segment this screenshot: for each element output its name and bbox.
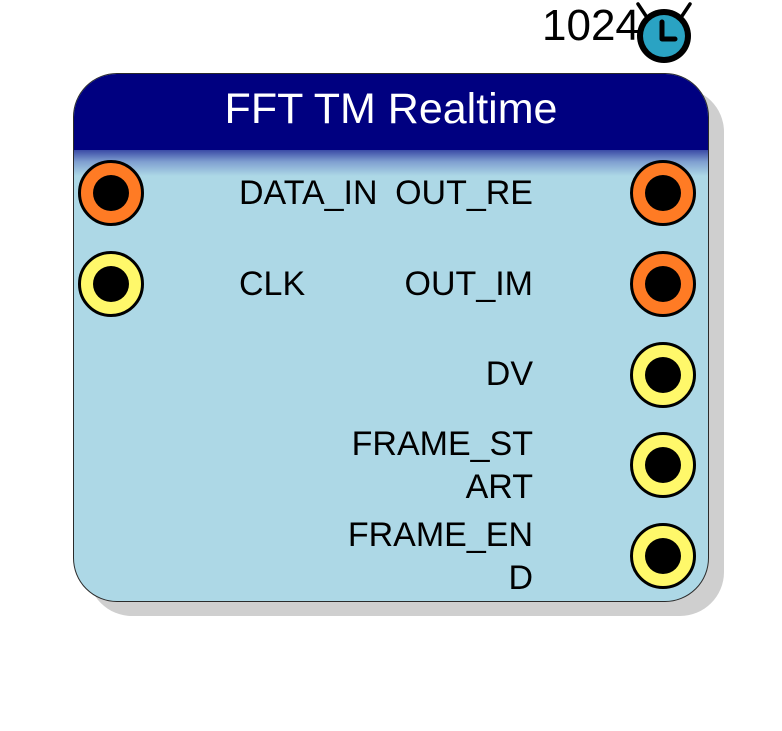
port-socket [645,538,681,574]
header-gradient [74,150,708,176]
port-label-clk: CLK [239,265,306,303]
output-port-out-im[interactable] [630,251,696,317]
input-port-clk[interactable] [78,251,144,317]
output-port-frame-end[interactable] [630,523,696,589]
port-label-frame-start-line1: FRAME_ST [351,425,533,463]
output-port-frame-start[interactable] [630,432,696,498]
port-socket [93,175,129,211]
port-socket [645,175,681,211]
port-socket [645,266,681,302]
output-port-out-re[interactable] [630,160,696,226]
port-socket [645,447,681,483]
fft-block[interactable]: FFT TM Realtime DATA_IN CLK OUT_RE OUT_I… [73,73,709,602]
port-label-frame-start: FRAME_ST ART [352,423,533,509]
block-header: FFT TM Realtime [74,74,708,150]
port-label-data-in: DATA_IN [239,174,378,212]
port-label-frame-start-line2: ART [465,468,533,506]
port-label-frame-end-line1: FRAME_EN [347,516,533,554]
clock-icon [636,2,692,63]
sample-rate-indicator: 1024 [540,0,700,70]
port-label-dv: DV [485,355,533,393]
port-socket [645,357,681,393]
port-label-out-re: OUT_RE [395,174,533,212]
block-title: FFT TM Realtime [224,85,558,133]
port-label-frame-end: FRAME_EN D [348,514,533,600]
sample-rate-label: 1024 [542,1,640,50]
port-socket [93,266,129,302]
input-port-data-in[interactable] [78,160,144,226]
output-port-dv[interactable] [630,342,696,408]
port-label-frame-end-line2: D [508,559,533,597]
port-label-out-im: OUT_IM [404,265,533,303]
